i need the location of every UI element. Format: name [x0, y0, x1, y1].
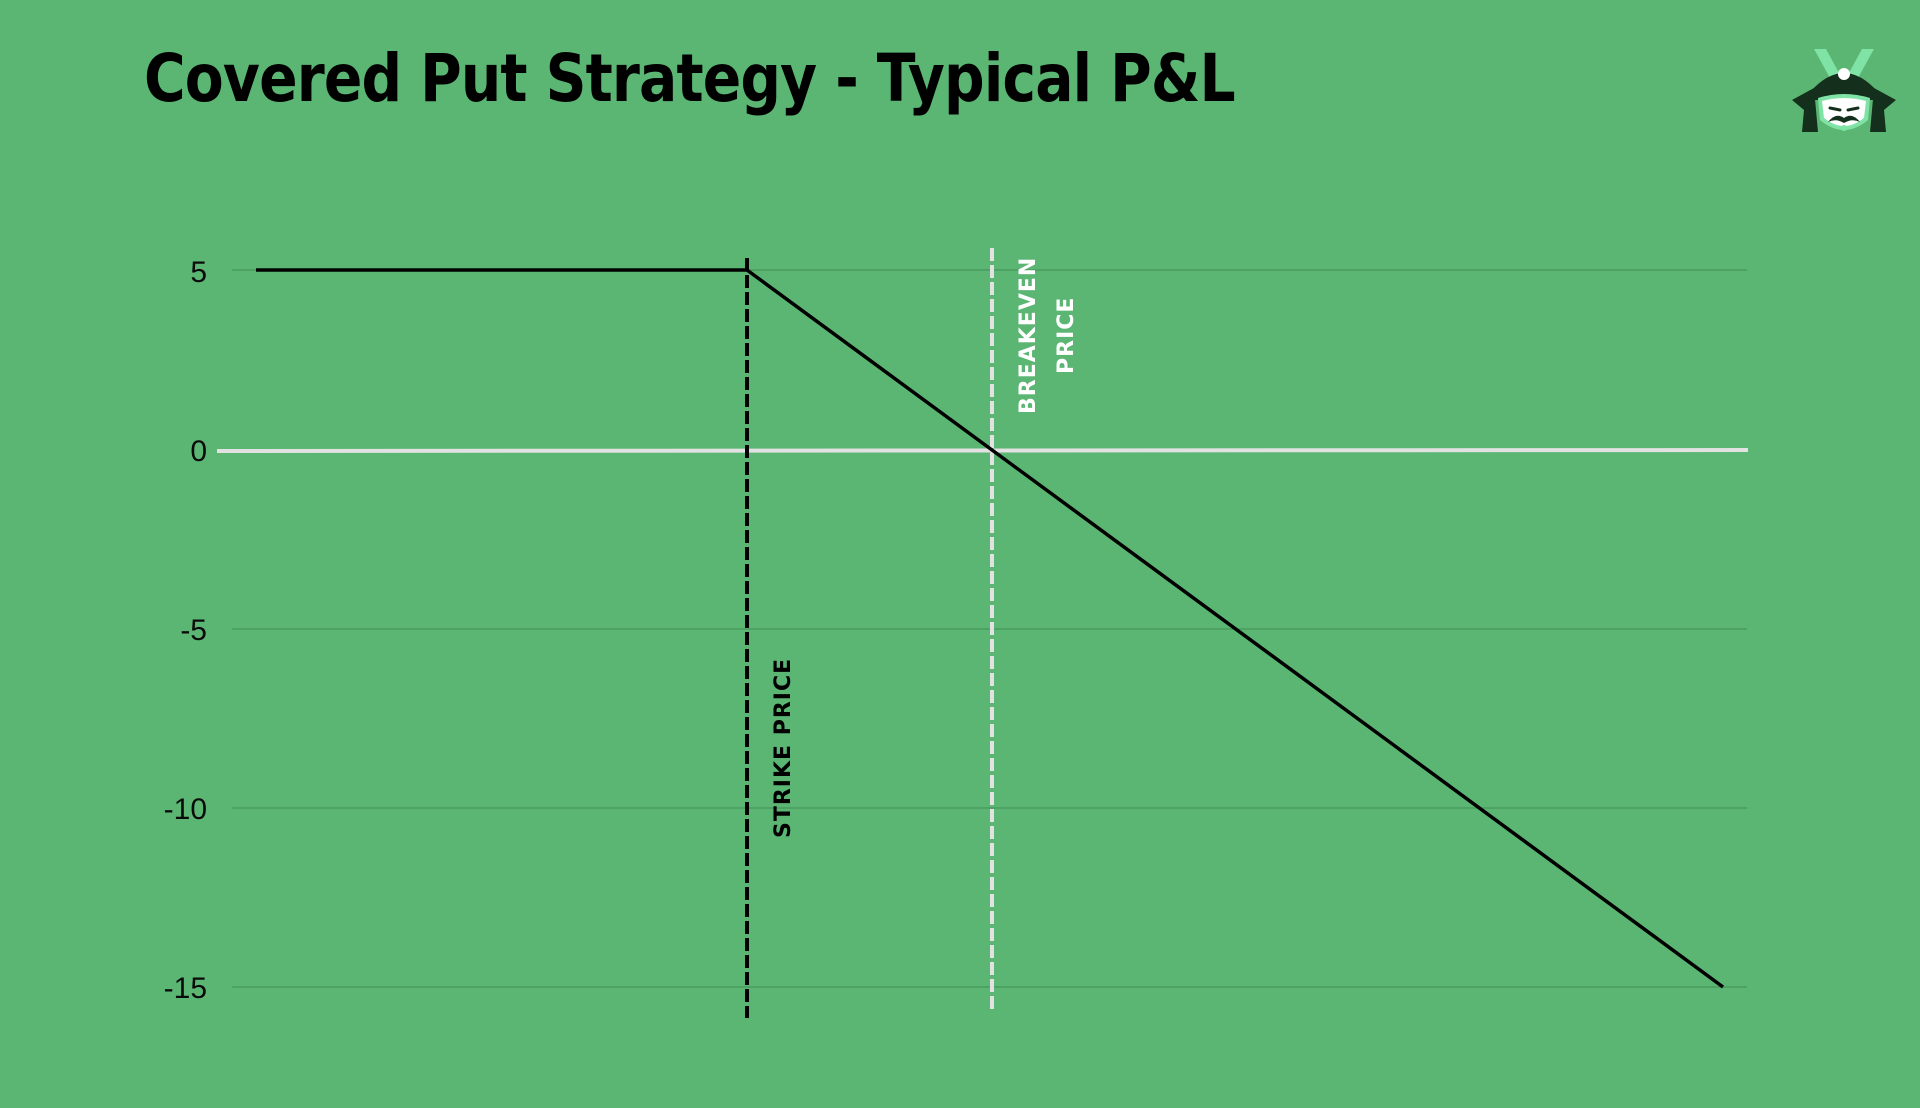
- samurai-helmet-logo-icon: [1792, 49, 1896, 132]
- chart-title: Covered Put Strategy - Typical P&L: [144, 40, 1236, 117]
- pnl-line: [256, 268, 1725, 989]
- y-tick-neg10: -10: [164, 793, 207, 826]
- breakeven-label-line1: BREAKEVEN: [1016, 257, 1041, 414]
- breakeven-label-line2: PRICE: [1054, 297, 1079, 374]
- gridlines: [232, 269, 1747, 988]
- y-axis-ticks: 5 0 -5 -10 -15: [164, 256, 207, 1005]
- y-tick-neg15: -15: [164, 972, 207, 1005]
- zero-line: [216, 448, 1749, 453]
- y-tick-5: 5: [190, 256, 207, 289]
- strike-price-label: STRIKE PRICE: [771, 658, 796, 838]
- y-tick-neg5: -5: [180, 614, 207, 647]
- y-tick-0: 0: [190, 435, 207, 468]
